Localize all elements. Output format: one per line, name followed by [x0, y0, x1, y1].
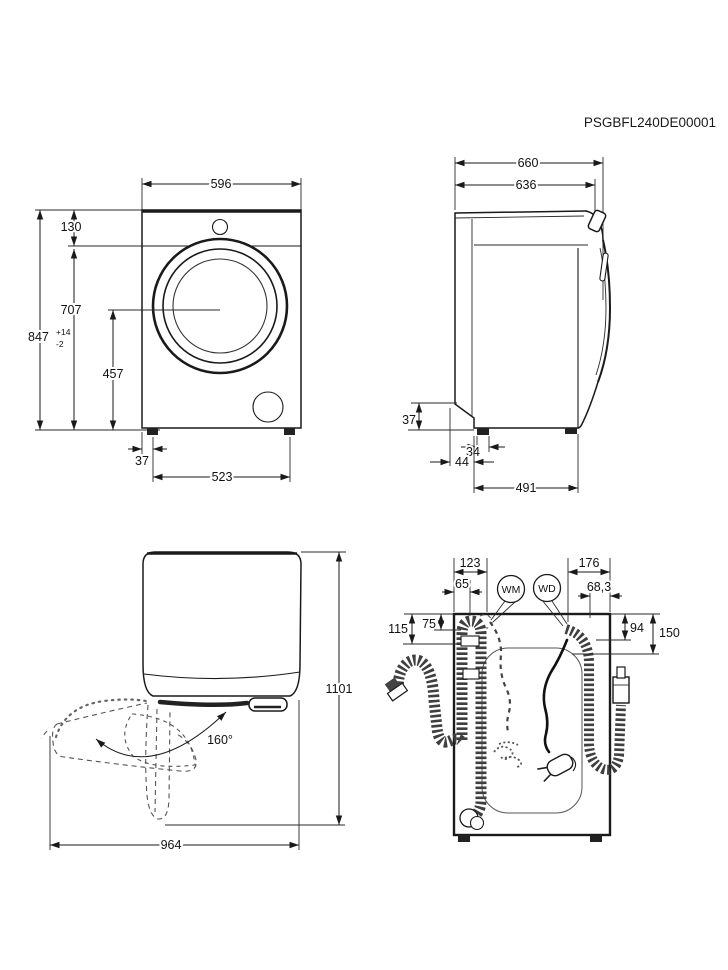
door-edge-band	[157, 699, 250, 708]
foot	[147, 428, 158, 435]
knob-side-profile	[587, 209, 607, 233]
inlet-hose-connector	[612, 676, 630, 704]
balloon-leader	[492, 601, 516, 623]
dim-door-swing-angle: 160°	[207, 733, 233, 747]
front-bumper-line	[143, 671, 301, 680]
dim-rear-drain-offset: 123	[460, 556, 481, 570]
dim-front-door-axis: 457	[103, 367, 124, 381]
balloon-leader	[490, 600, 506, 621]
rear-view: WM WD 123 65 176 68,3 115 75	[384, 554, 682, 842]
door-angle-arc	[95, 711, 227, 758]
top-edge-inner	[454, 215, 585, 219]
dim-front-body-height: 707	[61, 303, 82, 317]
door-swing-trajectory	[54, 698, 148, 739]
door-glass-ring	[172, 258, 268, 354]
drawing-code: PSGBFL240DE00001	[584, 115, 716, 130]
drain-hose-curve	[392, 654, 465, 748]
dim-side-depth-body: 636	[516, 178, 537, 192]
rear-foot	[477, 428, 489, 435]
top-view-outline	[142, 551, 302, 697]
top-edge-side	[454, 210, 587, 214]
inlet-connector-stub	[616, 666, 626, 679]
dim-side-depth-total: 660	[518, 156, 539, 170]
dim-front-foot-inset: 37	[135, 454, 149, 468]
side-view: 660 636 37 34 44 491	[400, 154, 612, 497]
drain-hose	[456, 615, 487, 823]
balloon-wd-label: WD	[538, 583, 556, 595]
door-open-160-glass	[124, 713, 196, 767]
power-cord-dashed	[489, 621, 512, 733]
balloon-wm-label: WM	[502, 584, 521, 596]
door-open-160-outline	[51, 723, 197, 772]
dim-rear-drain-inner-offset: 65	[455, 577, 469, 591]
balloon-wm	[496, 574, 526, 604]
dim-front-width: 596	[211, 177, 232, 191]
program-knob	[211, 218, 229, 236]
dim-rear-left-inner: 75	[422, 617, 436, 631]
dim-top-depth-door-open: 1101	[326, 682, 353, 696]
hose-clip	[460, 635, 480, 647]
front-lower-panel	[577, 381, 599, 429]
door-handle-top	[248, 697, 288, 712]
balloon-wd	[532, 573, 562, 603]
dim-side-foot-pitch: 491	[516, 481, 537, 495]
dim-side-base-height: 37	[402, 413, 416, 427]
power-plug	[537, 753, 574, 783]
dim-top-width-door-open: 964	[161, 838, 182, 852]
hose-clip	[462, 668, 480, 680]
cord-bundle-scribble	[504, 755, 522, 768]
dim-rear-right-inner: 94	[630, 621, 644, 635]
dim-rear-inlet-inner-offset: 68,3	[587, 580, 611, 594]
foot	[284, 428, 295, 435]
dim-side-rear-foot-inset: 44	[455, 455, 469, 469]
rear-foot-left	[458, 835, 470, 842]
door-handle-recess	[599, 252, 609, 282]
dim-rear-left-outer: 115	[388, 622, 408, 636]
dim-rear-inlet-offset: 176	[579, 556, 600, 570]
balloon-leader	[541, 599, 564, 627]
door-mid-ring	[162, 248, 278, 364]
front-foot	[565, 428, 577, 434]
back-and-bottom	[454, 212, 579, 429]
balloon-leader	[551, 600, 568, 625]
dim-rear-right-outer: 150	[659, 626, 680, 640]
door-open-160-handle-tick	[40, 730, 48, 739]
drain-pump-cover	[252, 391, 284, 423]
rear-foot-right	[590, 835, 602, 842]
dim-front-total-height: 847	[28, 330, 49, 344]
dim-front-foot-pitch: 523	[212, 470, 233, 484]
cord-bundle-scribble	[498, 741, 519, 746]
front-view: 596 847 +14 -2 130 707 457 37 523	[26, 175, 302, 486]
pump-fitting-inner	[469, 815, 485, 831]
power-cord-solid	[542, 638, 569, 754]
dim-tolerance-plus: +14	[56, 327, 71, 337]
plug-cord-tail	[570, 756, 577, 772]
door-open-90-outline	[145, 704, 171, 820]
door-open-90-inner	[154, 708, 158, 813]
tub-back-outline	[481, 647, 583, 814]
dim-front-panel-height: 130	[61, 220, 82, 234]
top-view-door-open: 160° 1101 964	[40, 551, 354, 854]
drain-hose-end-cap	[384, 677, 409, 702]
dim-tolerance-minus: -2	[56, 339, 64, 349]
dim-side-foot-length: 34	[466, 445, 480, 459]
